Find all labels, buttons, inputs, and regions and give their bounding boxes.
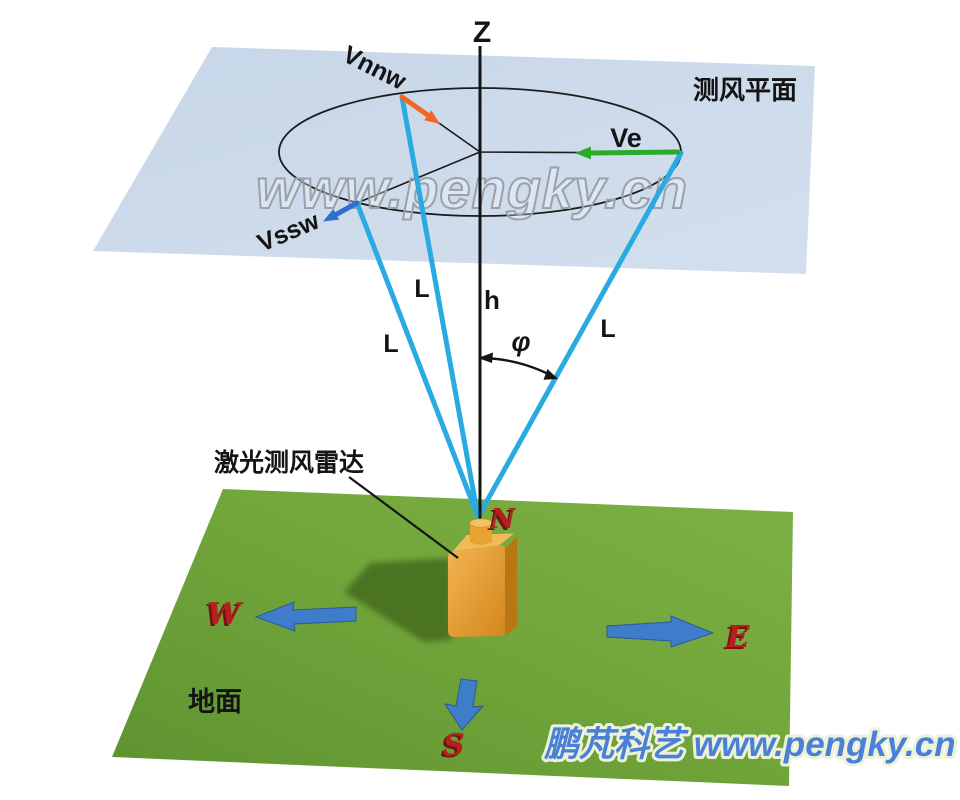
wind-plane — [93, 47, 815, 274]
device-front-face — [448, 545, 505, 637]
vnnw-arrow — [399, 94, 440, 124]
phi-angle-arc — [478, 352, 558, 380]
vssw-arrow — [323, 200, 360, 222]
ve-arrow-shaft — [588, 149, 681, 156]
compass-letters: N N W W E E S S — [205, 504, 751, 765]
phi-arc-left-arrowhead — [478, 352, 493, 363]
compass-w-shadow: W — [205, 599, 242, 634]
compass-e-label: E — [726, 620, 751, 655]
device-pointer-line — [348, 476, 459, 559]
ground-label: 地面 — [188, 687, 242, 717]
device-shadow — [344, 558, 452, 642]
device-cylinder — [470, 523, 492, 545]
z-axis-label: Z — [473, 16, 491, 49]
compass-s-shadow: S — [441, 730, 463, 765]
compass-n-shadow: N — [487, 506, 514, 537]
laser-beams — [354, 94, 684, 520]
compass-n-label: N — [490, 504, 517, 535]
ve-label: Ve — [610, 123, 642, 153]
vnnw-arrow-shaft — [399, 94, 432, 119]
beam-length-label-2: L — [383, 330, 398, 358]
south-arrow — [443, 678, 485, 731]
compass-s-label: S — [443, 728, 465, 763]
lidar-device — [448, 518, 517, 637]
vssw-arrow-shaft — [333, 200, 360, 217]
laser-beam-e — [475, 150, 684, 520]
angle-phi-label: φ — [512, 327, 531, 357]
brand-text: 鹏芃科艺 www.pengky.cn — [544, 725, 956, 764]
east-arrow — [606, 615, 715, 648]
vssw-arrow-head — [323, 209, 340, 222]
device-right-face — [505, 536, 517, 636]
ve-arrow — [575, 146, 681, 160]
watermark-text: www.pengky.cn — [256, 157, 688, 220]
ground-plane — [112, 489, 793, 786]
laser-beam-ssw — [354, 200, 481, 520]
vnnw-arrow-head — [424, 110, 440, 124]
west-arrow — [254, 601, 357, 632]
compass-e-shadow: E — [723, 622, 748, 657]
wind-plane-label: 测风平面 — [693, 75, 797, 105]
phi-arc-right-arrowhead — [543, 369, 558, 380]
ve-arrow-head — [575, 146, 591, 160]
compass-w-label: W — [207, 597, 244, 632]
height-label: h — [484, 285, 500, 315]
beam-length-label-3: L — [600, 315, 615, 343]
beam-length-label-1: L — [414, 275, 429, 303]
ground-arrows — [254, 601, 715, 731]
laser-beam-nnw — [399, 94, 481, 520]
device-cylinder-top — [469, 518, 493, 528]
device-label: 激光测风雷达 — [214, 448, 364, 477]
